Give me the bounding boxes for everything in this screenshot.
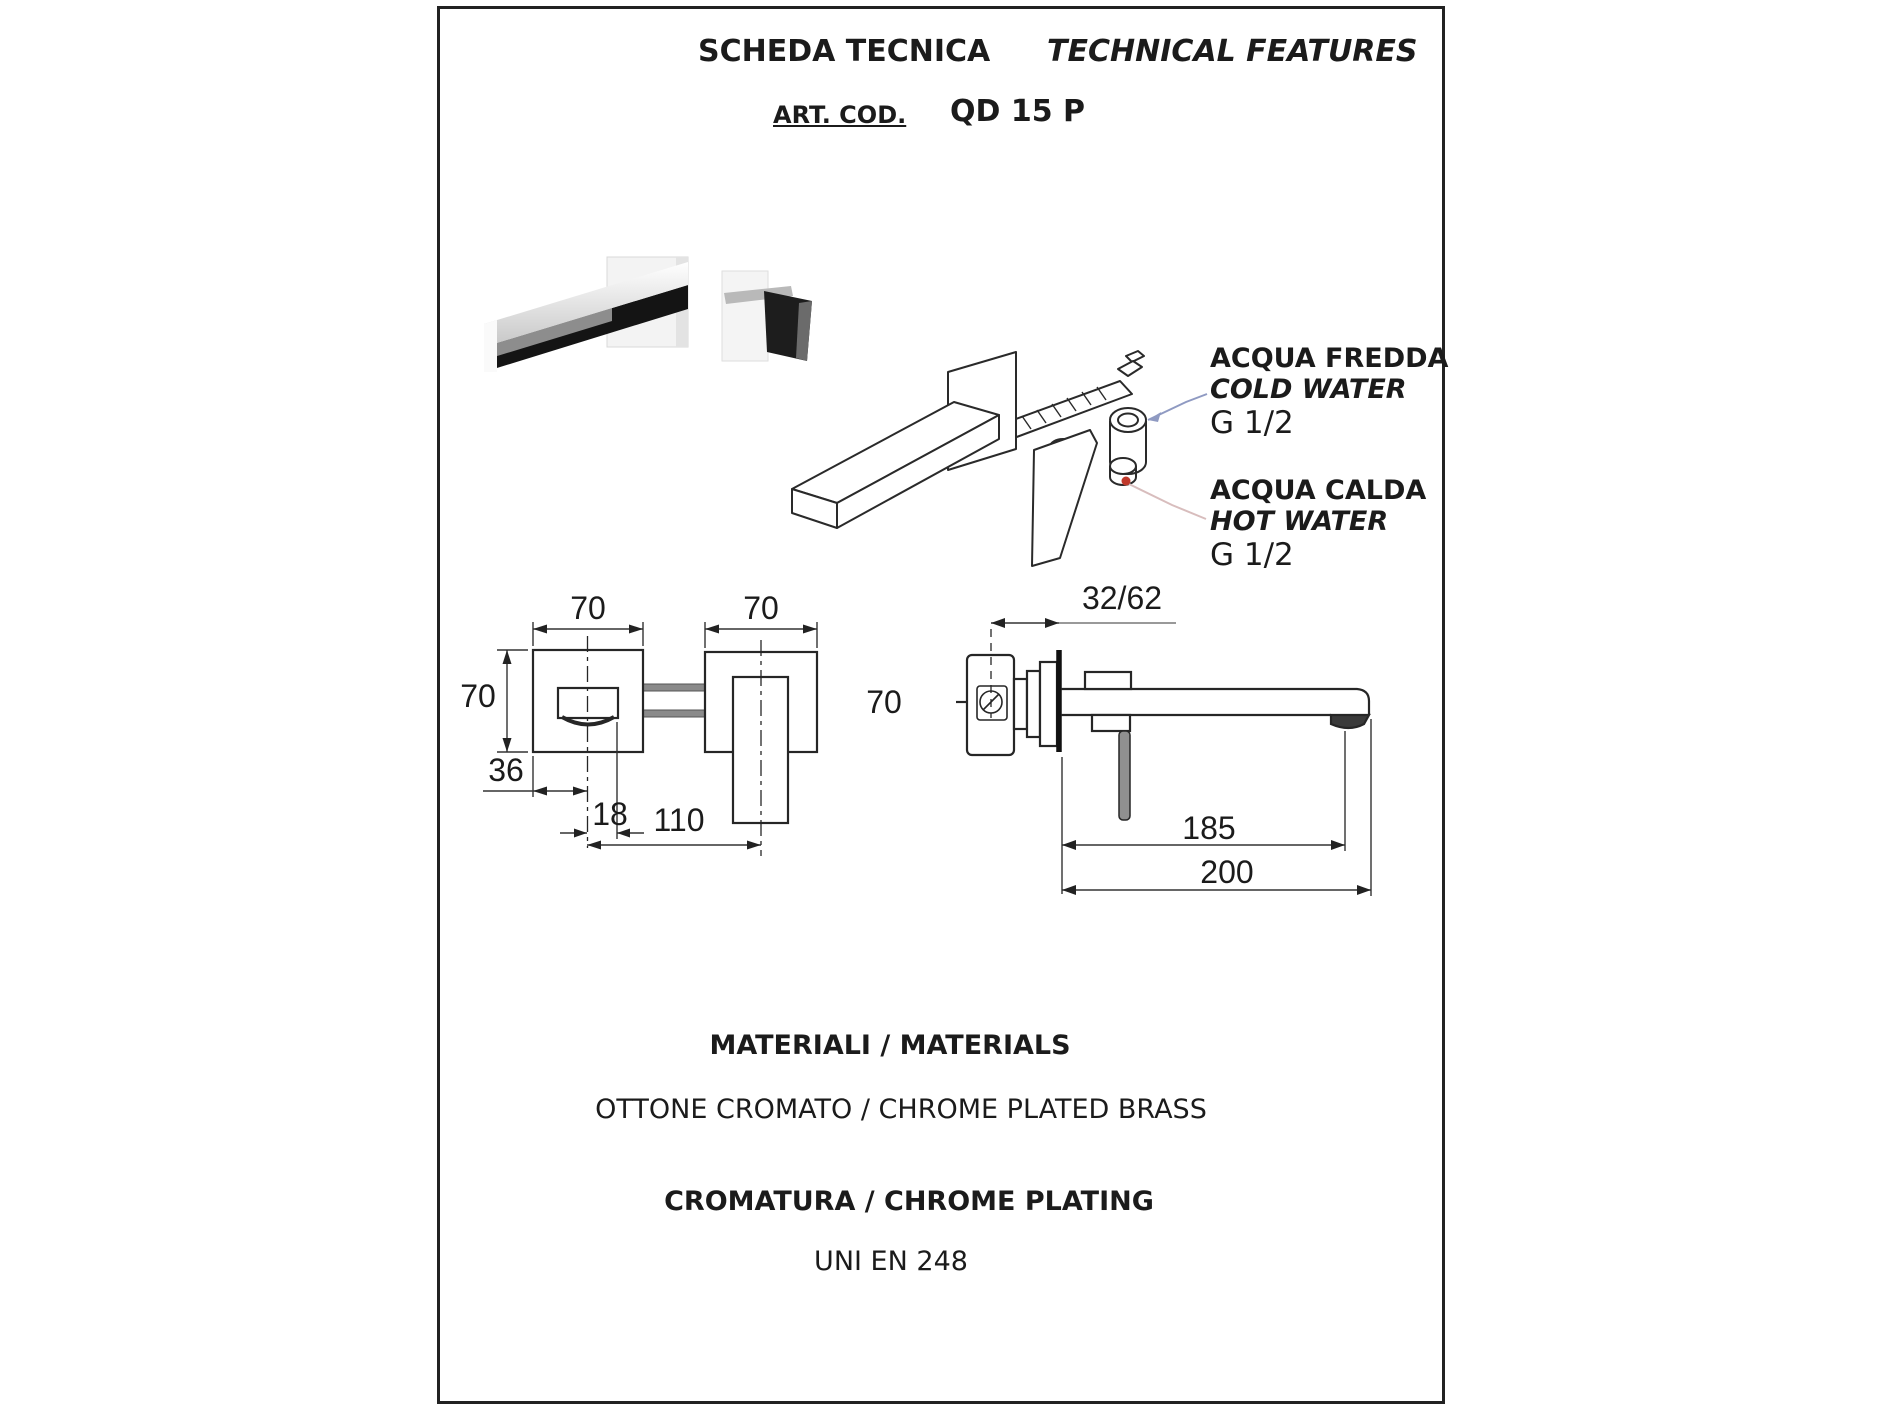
iso-top-clip: [1125, 350, 1145, 363]
sv-valve-circle: [979, 690, 1003, 714]
hot-water-thread: G 1/2: [1210, 537, 1294, 573]
dim-spout-outlet-offset: 36: [488, 752, 524, 788]
fv-aerator-arc: [561, 715, 615, 727]
plating-heading: CROMATURA / CHROME PLATING: [664, 1186, 1154, 1217]
cold-water-label-en: COLD WATER: [1210, 374, 1407, 405]
sv-cartridge-flange-2: [1025, 669, 1042, 739]
dim-mixer-plate-height: 70: [866, 684, 902, 720]
iso-mixer-body: [1001, 380, 1133, 439]
article-code-label: ART. COD.: [773, 101, 907, 129]
front-view-drawing: [483, 622, 819, 856]
photo-spout-tip: [484, 320, 497, 372]
cold-water-leader-arrow: [1148, 412, 1161, 422]
hot-water-label-en: HOT WATER: [1210, 506, 1389, 537]
fv-dimension-lines: [483, 622, 818, 846]
iso-hot-inlet: [1109, 457, 1137, 486]
cold-water-thread: G 1/2: [1210, 405, 1294, 441]
photo-spout-reflection: [484, 308, 612, 360]
fv-centerlines: [586, 636, 762, 856]
sv-handle-base: [1090, 713, 1132, 733]
sv-spout-top: [1061, 687, 1371, 715]
cold-water-label-it: ACQUA FREDDA: [1210, 343, 1449, 374]
dim-mixer-plate-width: 70: [743, 590, 779, 626]
materials-value: OTTONE CROMATO / CHROME PLATED BRASS: [595, 1094, 1207, 1125]
product-photo: [484, 256, 812, 372]
hot-water-marker-dot: [1121, 476, 1131, 486]
hot-water-leader-line: [1128, 483, 1207, 520]
sv-cartridge-flange-1: [1012, 677, 1029, 731]
dim-spout-plate-width: 70: [570, 590, 606, 626]
iso-spout-end-face: [791, 488, 838, 529]
sv-spout-connector: [1083, 670, 1133, 691]
sv-valve-body: [976, 685, 1008, 721]
photo-handle-lever-highlight: [796, 301, 812, 361]
cold-water-leader-line: [1147, 393, 1208, 421]
dim-outlet-width: 18: [592, 796, 628, 832]
hot-water-label-it: ACQUA CALDA: [1210, 475, 1427, 506]
article-code-value: QD 15 P: [950, 94, 1086, 129]
photo-spout-top: [484, 262, 688, 347]
fv-supply-line-top: [642, 683, 706, 692]
dim-total-projection: 200: [1200, 854, 1254, 890]
sv-handle-lever: [1118, 730, 1131, 821]
fv-dimension-arrows: [502, 624, 817, 850]
iso-thread-hatching: [1021, 386, 1107, 430]
plating-standard: UNI EN 248: [814, 1246, 968, 1277]
dim-plates-center-distance: 110: [653, 802, 705, 838]
dim-spout-plate-height: 70: [460, 678, 496, 714]
sv-dimension-arrows: [991, 618, 1371, 895]
sv-aerator: [1329, 713, 1371, 730]
page-title-english: TECHNICAL FEATURES: [1047, 34, 1418, 69]
page-title-italian: SCHEDA TECNICA: [698, 34, 991, 69]
photo-handle-pivot: [724, 286, 793, 304]
iso-cold-inlet: [1109, 407, 1147, 475]
sv-cartridge-flange-3: [1038, 660, 1059, 748]
isometric-drawing: [791, 350, 1147, 567]
materials-heading: MATERIALI / MATERIALS: [709, 1030, 1071, 1061]
iso-handle-lever: [1031, 429, 1098, 567]
dim-aerator-projection: 185: [1182, 810, 1236, 846]
fv-supply-line-bottom: [642, 709, 706, 718]
photo-handle-plate: [721, 270, 769, 362]
sv-dimension-lines: [991, 622, 1372, 896]
side-view-drawing: [956, 618, 1372, 896]
dim-wall-adjust-range: 32/62: [1081, 580, 1163, 616]
iso-top-fitting: [1117, 360, 1143, 377]
